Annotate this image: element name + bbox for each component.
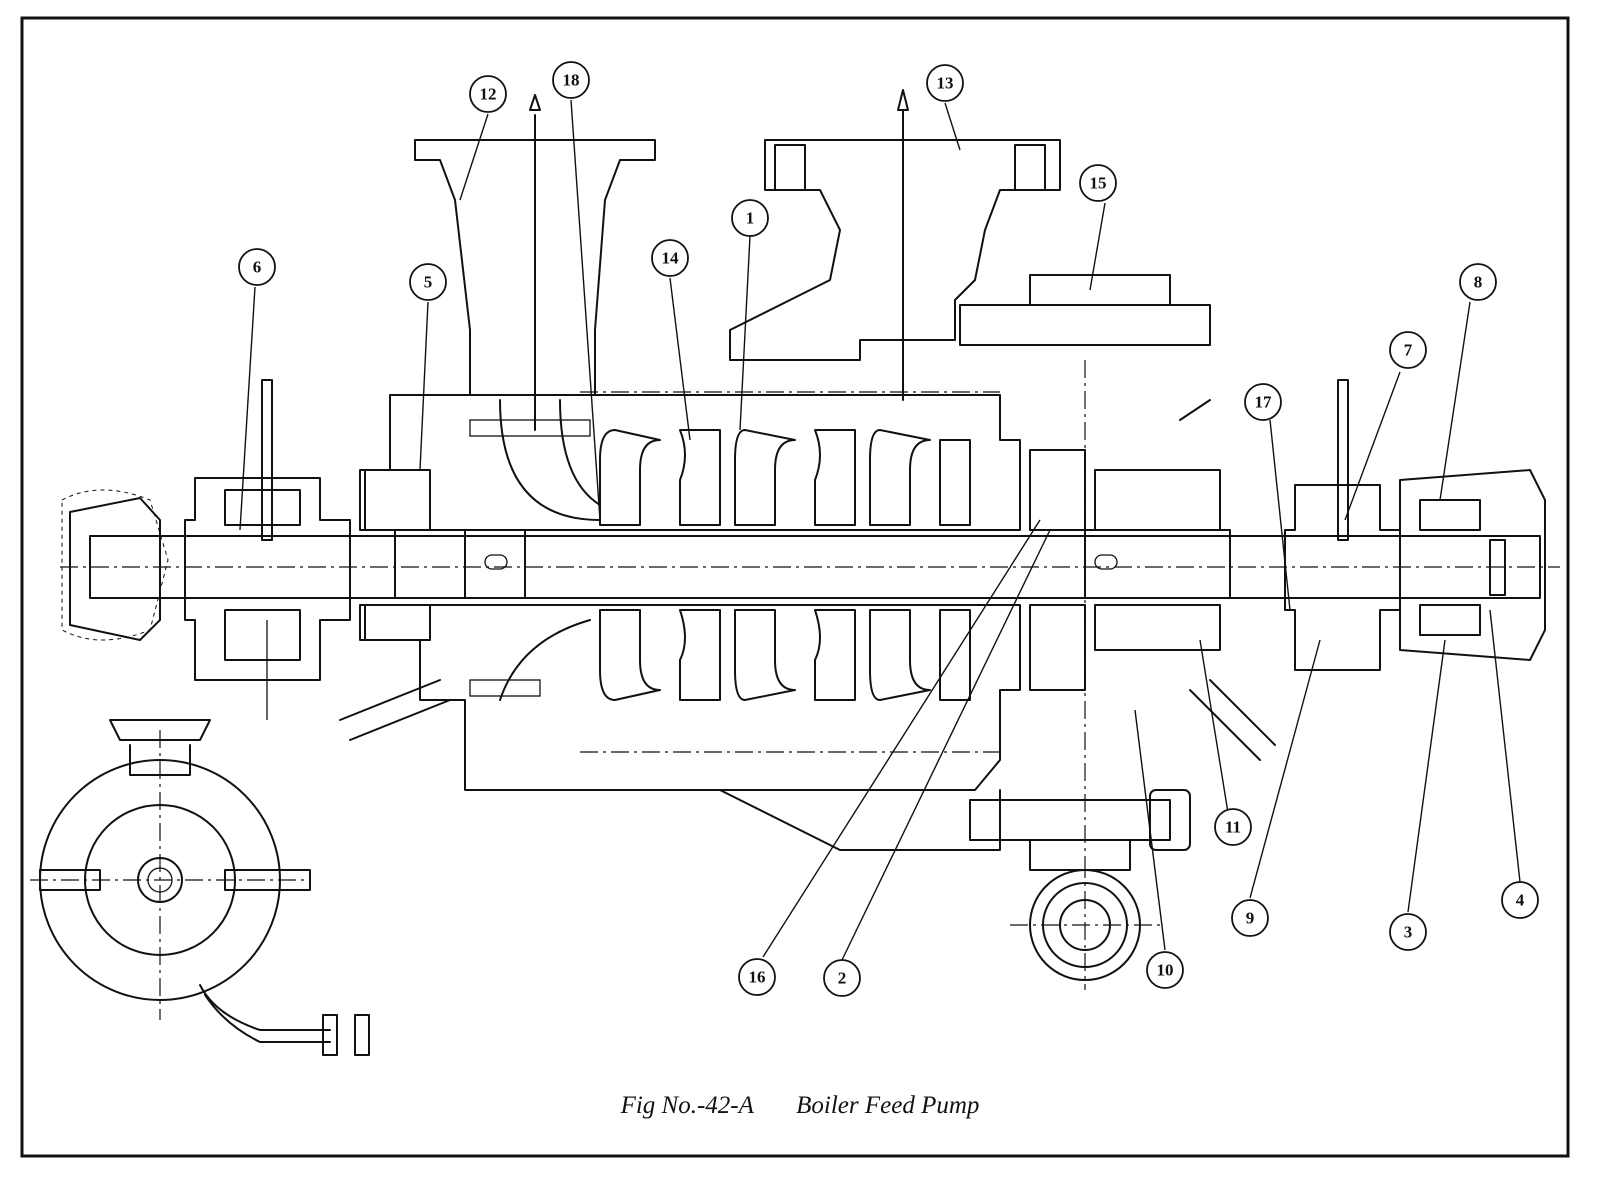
callout-11: 11 — [1214, 808, 1252, 846]
callout-18: 18 — [552, 61, 590, 99]
callout-17: 17 — [1244, 383, 1282, 421]
drive-coupling — [69, 497, 161, 641]
leader-lines — [239, 99, 1521, 961]
svg-text:7: 7 — [1404, 341, 1413, 360]
impeller-stages-upper — [599, 429, 971, 526]
callout-16: 16 — [738, 958, 776, 996]
callout-4: 4 — [1501, 881, 1539, 919]
non-drive-end-bearing-housing — [1284, 484, 1401, 671]
discharge-nozzle — [729, 139, 1061, 361]
callout-10: 10 — [1146, 951, 1184, 989]
svg-text:18: 18 — [563, 71, 580, 90]
callout-2: 2 — [823, 959, 861, 997]
svg-text:17: 17 — [1255, 393, 1273, 412]
thrust-bearing — [1399, 469, 1546, 661]
callout-15: 15 — [1079, 164, 1117, 202]
callout-5: 5 — [409, 263, 447, 301]
svg-text:11: 11 — [1225, 818, 1241, 837]
callout-13: 13 — [926, 64, 964, 102]
callouts: 1 2 3 4 5 6 7 8 9 10 11 12 13 14 15 16 1… — [238, 61, 1539, 997]
svg-text:9: 9 — [1246, 909, 1255, 928]
svg-text:13: 13 — [937, 74, 954, 93]
balance-drum — [1029, 449, 1086, 531]
pump-end-view — [30, 719, 370, 1056]
drive-end-bearing-housing — [184, 477, 351, 681]
figure-caption: Fig No.-42-A Boiler Feed Pump — [0, 1092, 1600, 1120]
svg-text:14: 14 — [662, 249, 680, 268]
pump-casing — [359, 394, 1021, 531]
svg-text:10: 10 — [1157, 961, 1174, 980]
callout-7: 7 — [1389, 331, 1427, 369]
svg-text:1: 1 — [746, 209, 755, 228]
callout-1: 1 — [731, 199, 769, 237]
drawing-frame — [20, 16, 1570, 1158]
callout-3: 3 — [1389, 913, 1427, 951]
callout-12: 12 — [469, 75, 507, 113]
svg-text:8: 8 — [1474, 273, 1483, 292]
pump-cross-section — [60, 139, 1560, 871]
svg-text:5: 5 — [424, 273, 433, 292]
svg-text:2: 2 — [838, 969, 847, 988]
callout-9: 9 — [1231, 899, 1269, 937]
upper-flange-bolt — [959, 304, 1211, 346]
callout-6: 6 — [238, 248, 276, 286]
svg-text:15: 15 — [1090, 174, 1107, 193]
coupling-end-view — [1010, 860, 1160, 990]
svg-text:4: 4 — [1516, 891, 1525, 910]
svg-text:6: 6 — [253, 258, 262, 277]
svg-text:16: 16 — [749, 968, 766, 987]
svg-text:12: 12 — [480, 85, 497, 104]
impeller-stages-lower — [599, 609, 971, 701]
figure-number: Fig No.-42-A — [620, 1092, 754, 1119]
non-drive-end-seal — [1094, 469, 1221, 531]
svg-text:3: 3 — [1404, 923, 1413, 942]
drive-end-seal — [364, 469, 431, 531]
callout-8: 8 — [1459, 263, 1497, 301]
figure-title: Boiler Feed Pump — [796, 1092, 980, 1119]
callout-14: 14 — [651, 239, 689, 277]
